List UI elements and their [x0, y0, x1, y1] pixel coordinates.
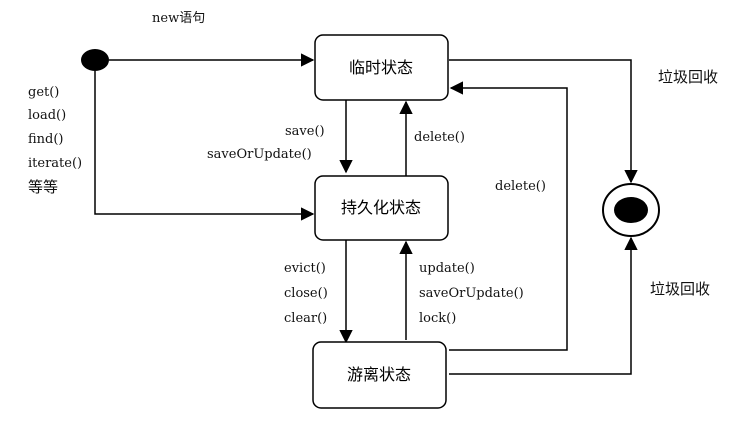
- state-detached-label: 游离状态: [347, 365, 411, 384]
- gc-top-label: 垃圾回收: [658, 68, 718, 86]
- load-methods-list: get() load() find() iterate() 等等: [28, 85, 82, 196]
- save-methods-list: save() saveOrUpdate(): [207, 124, 325, 162]
- arrow-detached-to-final: [449, 236, 638, 375]
- state-persistent-label: 持久化状态: [341, 198, 421, 217]
- detach-method-evict: evict(): [284, 261, 326, 276]
- load-method-load: load(): [28, 108, 66, 123]
- new-statement-label: new语句: [152, 11, 205, 26]
- delete-right-label: delete(): [495, 179, 546, 194]
- arrow-transient-to-final: [449, 59, 638, 184]
- gc-bottom-label: 垃圾回收: [650, 280, 710, 298]
- load-method-etc: 等等: [28, 178, 58, 196]
- detach-methods-list: evict() close() clear(): [284, 261, 328, 326]
- delete-up-label: delete(): [414, 130, 465, 145]
- state-persistent: 持久化状态: [314, 175, 449, 241]
- detach-method-close: close(): [284, 286, 328, 301]
- reattach-method-update: update(): [419, 261, 475, 276]
- load-method-get: get(): [28, 85, 59, 100]
- reattach-method-saveorupdate: saveOrUpdate(): [419, 286, 524, 301]
- save-method-save: save(): [285, 124, 325, 139]
- load-method-iterate: iterate(): [28, 156, 82, 171]
- save-method-saveorupdate: saveOrUpdate(): [207, 147, 312, 162]
- final-state-node: [614, 197, 648, 223]
- state-transient: 临时状态: [314, 34, 449, 101]
- arrow-detached-delete-to-transient: [449, 81, 568, 351]
- initial-state-node: [81, 49, 109, 71]
- arrow-initial-to-persistent: [94, 71, 315, 221]
- detach-method-clear: clear(): [284, 311, 327, 326]
- reattach-methods-list: update() saveOrUpdate() lock(): [419, 261, 524, 326]
- state-detached: 游离状态: [312, 341, 447, 409]
- load-method-find: find(): [28, 132, 64, 147]
- reattach-method-lock: lock(): [419, 311, 456, 326]
- state-transient-label: 临时状态: [349, 58, 413, 77]
